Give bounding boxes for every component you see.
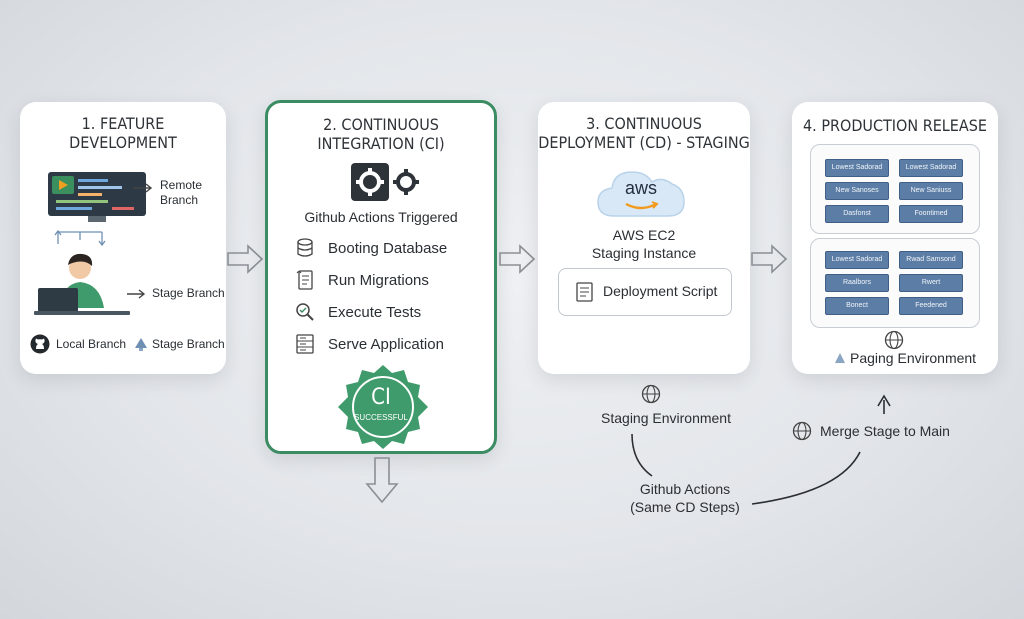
prod-tile: Lowest Sadorad (899, 159, 963, 177)
script-document-icon (576, 282, 593, 302)
ci-title: 2. CONTINUOUS INTEGRATION (CI) (317, 115, 445, 153)
arrow-right-icon (751, 244, 788, 274)
prod-tile: Rwad Samsond (899, 251, 963, 269)
ci-step-label: Run Migrations (328, 271, 429, 289)
prod-panel-bottom: Lowest Sadorad Rwad Samsond Raalbors Rwe… (810, 238, 980, 328)
prod-tile: Foontimed (899, 205, 963, 223)
prod-tile: Raalbors (825, 274, 889, 292)
prod-tile: Rwert (899, 274, 963, 292)
arrow-down-icon (365, 457, 399, 504)
prod-tile: Bonect (825, 297, 889, 315)
staging-environment-label: Staging Environment (601, 410, 731, 426)
production-release-card: 4. PRODUCTION RELEASE Lowest Sadorad Low… (792, 102, 998, 374)
globe-icon (792, 421, 812, 441)
feature-development-card: 1. FEATURE DEVELOPMENT Remote Branch (20, 102, 226, 374)
remote-branch-label: Remote Branch (160, 178, 203, 207)
arrow-right-icon (499, 244, 536, 274)
prod-tile: Lowest Sadorad (825, 159, 889, 177)
prod-tile: New Saniuss (899, 182, 963, 200)
paging-environment-label: Paging Environment (850, 350, 977, 366)
server-icon (296, 334, 314, 354)
branch-icon (135, 338, 147, 351)
ec2-instance-label: AWS EC2 Staging Instance (591, 227, 697, 261)
ci-badge-subtext: SUCCESSFUL (354, 413, 408, 422)
ci-successful-badge-icon (338, 365, 428, 449)
prod-tile: New Sanoses (825, 182, 889, 200)
stage-branch-bottom-label: Stage Branch (152, 337, 225, 351)
magnifier-icon (296, 303, 314, 321)
prod-tile: Feedened (899, 297, 963, 315)
ci-step-run-migrations: Run Migrations (294, 267, 429, 293)
globe-icon (641, 384, 661, 404)
database-icon (297, 238, 313, 257)
arrow-right-icon (227, 244, 264, 274)
globe-icon (884, 330, 904, 350)
paging-env-icon (835, 353, 845, 363)
deployment-script-box: Deployment Script (558, 268, 732, 316)
deployment-script-label: Deployment Script (603, 283, 718, 299)
aws-logo-text: aws (624, 178, 657, 198)
code-monitor-icon (48, 172, 146, 222)
prod-tile: Lowest Sadorad (825, 251, 889, 269)
prod-tile: Dasfonst (825, 205, 889, 223)
ci-step-booting-database: Booting Database (294, 235, 447, 261)
cd-title: 3. CONTINUOUS DEPLOYMENT (CD) - STAGING (538, 114, 750, 152)
ci-step-execute-tests: Execute Tests (294, 299, 421, 325)
prod-title: 4. PRODUCTION RELEASE (803, 116, 987, 135)
ci-step-label: Serve Application (328, 335, 444, 353)
continuous-deployment-card: 3. CONTINUOUS DEPLOYMENT (CD) - STAGING … (538, 102, 750, 374)
arrow-to-remote-icon (133, 183, 153, 193)
document-icon (296, 270, 313, 290)
local-branch-label: Local Branch (56, 337, 127, 351)
arrow-to-stage-icon (127, 289, 146, 299)
developer-icon (34, 253, 130, 315)
ci-badge-text: CI (371, 385, 391, 410)
feature-title: 1. FEATURE DEVELOPMENT (69, 114, 177, 152)
stage-branch-label: Stage Branch (152, 286, 225, 300)
gears-icon (351, 163, 419, 201)
aws-cloud-icon (597, 171, 685, 217)
ci-step-label: Booting Database (328, 239, 448, 257)
github-icon (30, 334, 50, 354)
continuous-integration-card: 2. CONTINUOUS INTEGRATION (CI) Github Ac… (265, 100, 497, 454)
merge-stage-label: Merge Stage to Main (820, 423, 950, 439)
ci-step-serve-application: Serve Application (294, 331, 444, 357)
branch-arrows-icon (54, 229, 106, 246)
ci-step-label: Execute Tests (328, 303, 422, 321)
ci-trigger-label: Github Actions Triggered (304, 209, 458, 225)
prod-panel-top: Lowest Sadorad Lowest Sadorad New Sanose… (810, 144, 980, 234)
github-actions-label: Github Actions (Same CD Steps) (630, 481, 740, 515)
